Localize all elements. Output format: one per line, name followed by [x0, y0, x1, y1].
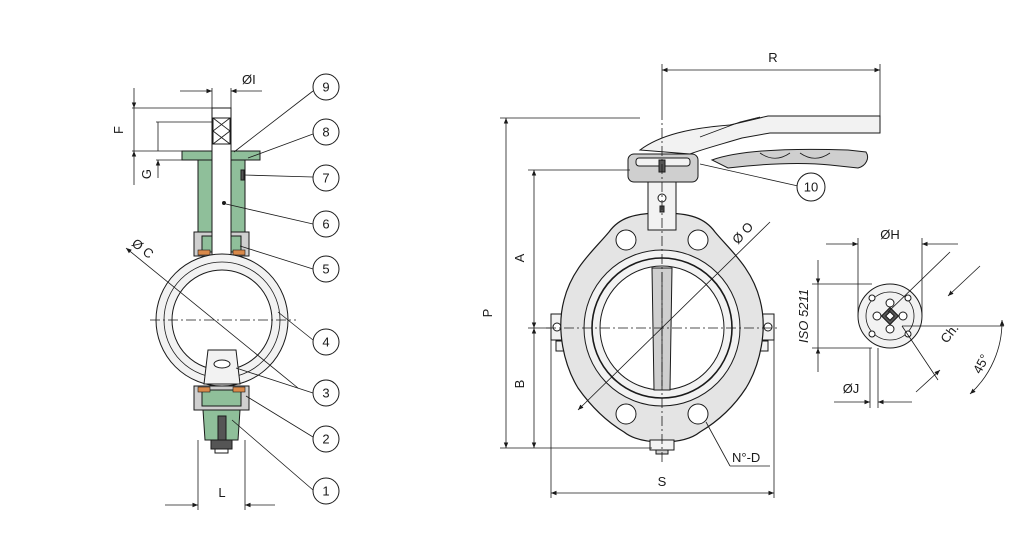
- handle-lever: [638, 115, 881, 155]
- overall-width-label: S: [658, 474, 667, 489]
- callout-3: 3: [312, 379, 340, 407]
- top-height-label: F: [111, 126, 126, 134]
- callout-4: 4: [312, 328, 340, 356]
- disc-diameter-label: Ø O: [729, 219, 756, 247]
- front-view: [500, 64, 881, 498]
- body-diameter-label: Ø C: [129, 235, 156, 261]
- svg-text:7: 7: [322, 171, 329, 186]
- callout-5: 5: [312, 255, 340, 283]
- bolt-hole-ll: [615, 403, 637, 425]
- iso-standard-label: ISO 5211: [796, 289, 811, 343]
- flange-detail: [812, 238, 1005, 408]
- callout-10: 10: [796, 172, 826, 202]
- svg-text:6: 6: [322, 217, 329, 232]
- svg-text:10: 10: [804, 180, 818, 195]
- total-height-label: P: [480, 309, 495, 318]
- handle-length-label: R: [768, 50, 777, 65]
- shaft-diameter-label: ØJ: [843, 381, 860, 396]
- angle-label: 45°: [970, 352, 992, 376]
- bolt-holes-label: N°-D: [732, 450, 760, 465]
- flange-bolt-3: [868, 330, 876, 338]
- bolt-hole-ur: [687, 229, 709, 251]
- flange-bolt-1: [868, 294, 876, 302]
- handle-latch: [710, 148, 869, 169]
- bolt-hole-lr: [687, 403, 709, 425]
- stem-diameter-label: ØI: [242, 72, 256, 87]
- wrench-flat-label: Ch.: [937, 321, 961, 346]
- bottom-cap: [210, 439, 233, 450]
- svg-text:8: 8: [322, 125, 329, 140]
- section-view: [125, 88, 314, 510]
- svg-text:1: 1: [322, 484, 329, 499]
- svg-text:5: 5: [322, 262, 329, 277]
- stem-square-head: [212, 117, 231, 145]
- callout-7: 7: [312, 164, 340, 192]
- flange-thickness-label: G: [139, 169, 154, 179]
- callout-1: 1: [312, 477, 340, 505]
- face-width-label: L: [218, 485, 225, 500]
- callout-9: 9: [312, 73, 340, 101]
- svg-text:3: 3: [322, 386, 329, 401]
- svg-text:2: 2: [322, 432, 329, 447]
- upper-height-label: A: [512, 253, 527, 262]
- callout-6: 6: [312, 210, 340, 238]
- bolt-hole-ul: [615, 229, 637, 251]
- flange-diameter-label: ØH: [880, 227, 900, 242]
- callout-8: 8: [312, 118, 340, 146]
- svg-text:9: 9: [322, 80, 329, 95]
- svg-text:4: 4: [322, 335, 329, 350]
- lower-height-label: B: [512, 380, 527, 389]
- flange-bolt-2: [904, 294, 912, 302]
- callout-2: 2: [312, 425, 340, 453]
